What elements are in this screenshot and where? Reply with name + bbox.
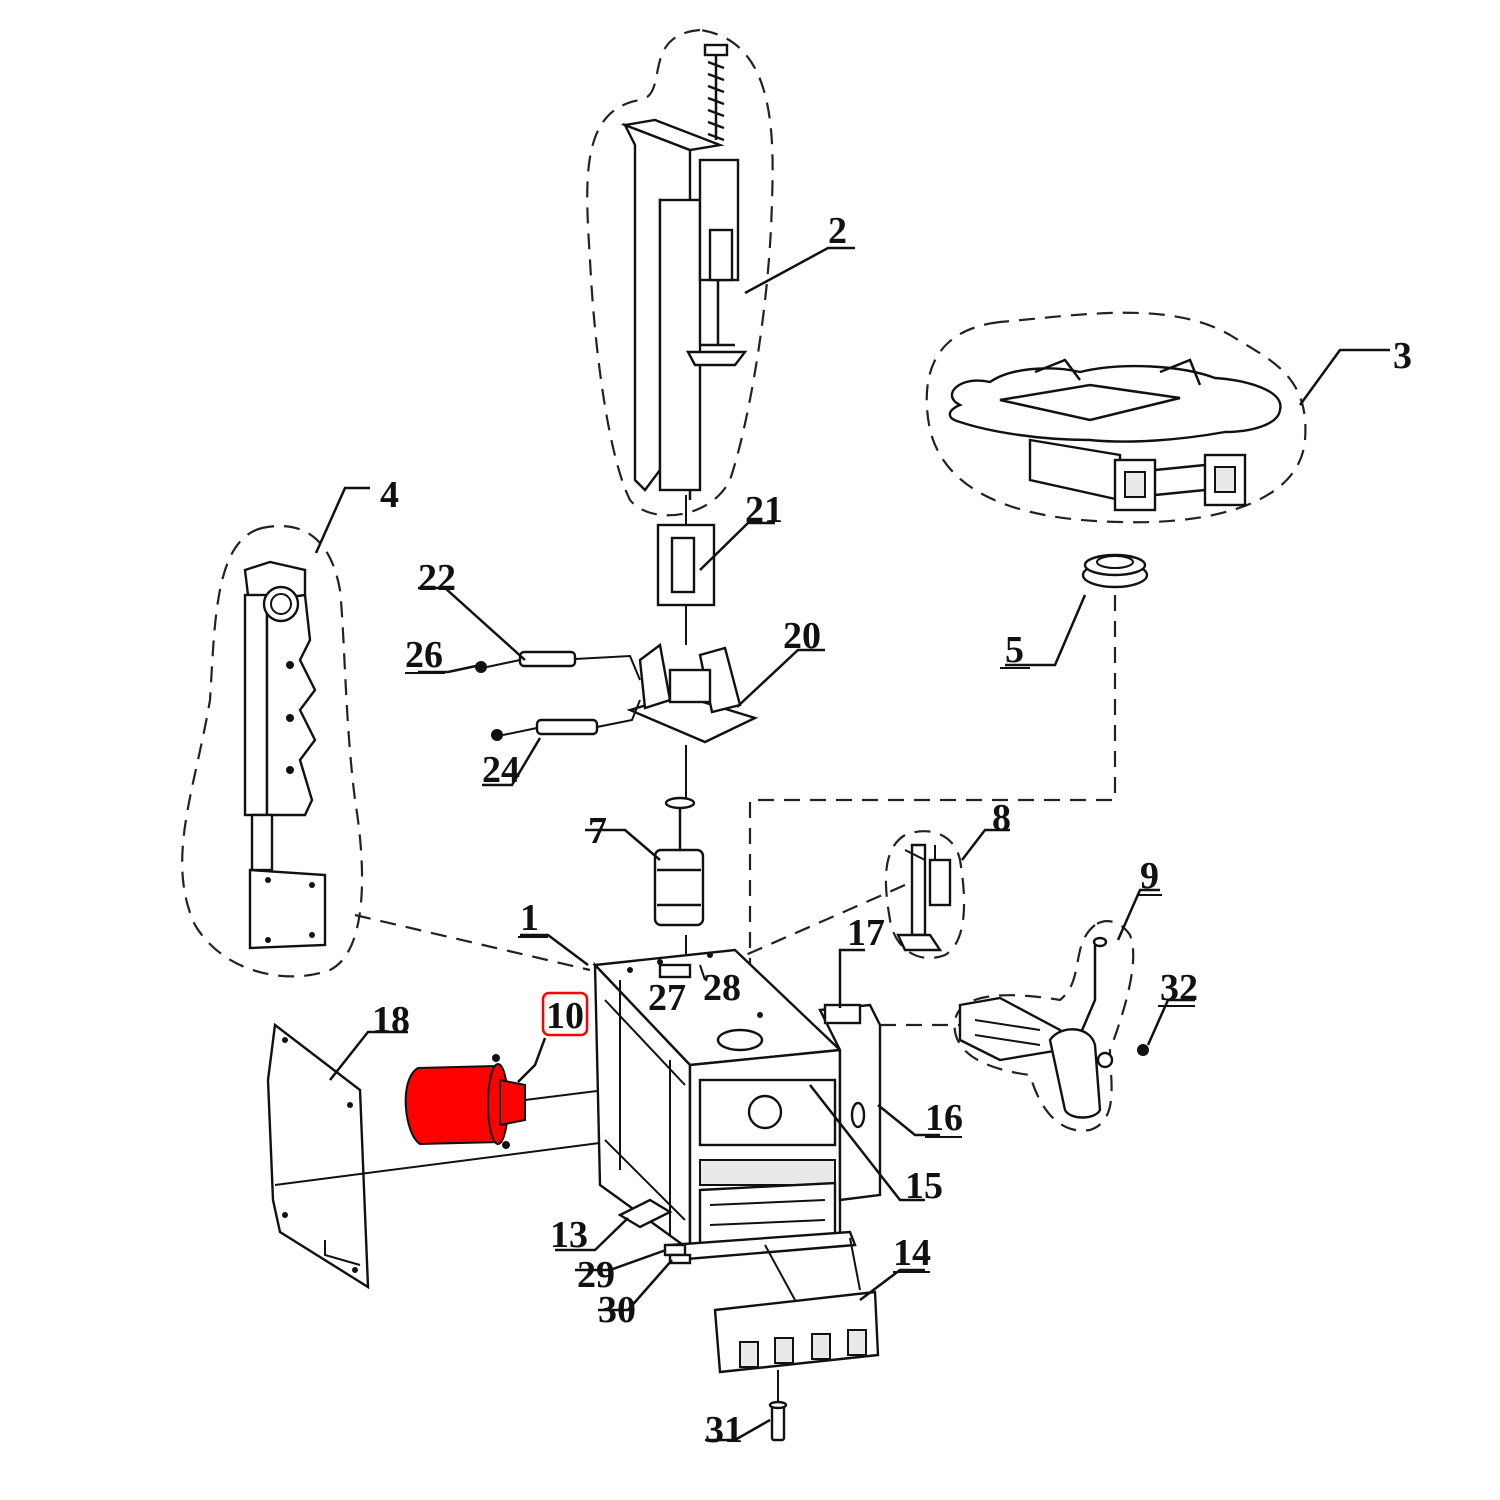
leader-lines — [314, 246, 1390, 1442]
part-2-column-assembly — [620, 43, 748, 500]
callout-27: 27 — [648, 977, 686, 1019]
callout-14: 14 — [893, 1232, 931, 1274]
callout-16: 16 — [925, 1097, 963, 1139]
assembly-9-outline — [953, 920, 1135, 1132]
part-22-pin — [518, 650, 641, 681]
callout-24: 24 — [482, 749, 520, 791]
part-20-mount-base — [626, 642, 759, 744]
callout-17: 17 — [847, 912, 885, 954]
part-26-nut — [475, 661, 487, 673]
part-24-nut — [491, 729, 503, 741]
callout-31: 31 — [705, 1409, 743, 1451]
callout-30: 30 — [598, 1289, 636, 1331]
assembly-3-outline — [925, 311, 1307, 524]
part-31-bolt — [768, 1400, 788, 1442]
part-5-bearing — [1081, 553, 1149, 589]
callout-4: 4 — [380, 474, 399, 516]
part-3-turntable — [948, 358, 1282, 512]
callout-26: 26 — [405, 634, 443, 676]
callout-21: 21 — [745, 489, 783, 531]
assembly-8-outline — [884, 830, 966, 960]
callout-labels: 1 2 3 4 5 7 8 9 10 13 14 15 16 17 18 20 … — [372, 210, 1412, 1451]
dash-link-5-to-base — [748, 595, 1117, 1020]
callout-18: 18 — [372, 999, 410, 1041]
motor-shaft-line — [524, 1089, 606, 1101]
part-16-side-box — [818, 1003, 882, 1202]
part-10-motor-highlighted — [404, 1054, 526, 1149]
part-18-side-panel — [266, 1022, 370, 1290]
part-29-foot — [663, 1243, 687, 1257]
callout-8: 8 — [992, 797, 1011, 839]
dash-link-4-to-1 — [354, 913, 591, 972]
part-9-pedal-assembly — [958, 936, 1114, 1119]
callout-28: 28 — [703, 967, 741, 1009]
callout-1: 1 — [520, 897, 539, 939]
callout-9: 9 — [1140, 855, 1159, 897]
assembly-4-outline — [181, 524, 364, 978]
part-13-clamp — [617, 1198, 673, 1229]
callout-10-highlight-box — [541, 991, 589, 1037]
callout-3: 3 — [1393, 335, 1412, 377]
callout-13: 13 — [550, 1214, 588, 1256]
callout-10: 10 — [546, 995, 584, 1037]
part-1-main-body — [592, 948, 857, 1262]
part-24-pin — [535, 699, 641, 736]
callout-7: 7 — [588, 810, 607, 852]
callout-20: 20 — [783, 615, 821, 657]
part-4-side-arm — [243, 560, 327, 950]
callout-2: 2 — [828, 210, 847, 252]
callout-32: 32 — [1160, 967, 1198, 1009]
callout-15: 15 — [905, 1165, 943, 1207]
callout-5: 5 — [1005, 629, 1024, 671]
part-14-pedal-block — [713, 1290, 880, 1374]
label-underlines — [405, 667, 1195, 1273]
part-30-foot — [668, 1253, 692, 1265]
part-8-valve-bracket — [896, 843, 952, 952]
part-7-cylinder — [653, 796, 705, 927]
assembly-2-outline — [586, 28, 774, 517]
callout-22: 22 — [418, 557, 456, 599]
part-32-nut — [1137, 1044, 1149, 1056]
callout-29: 29 — [577, 1254, 615, 1296]
pedal-link-lines — [764, 1237, 861, 1301]
